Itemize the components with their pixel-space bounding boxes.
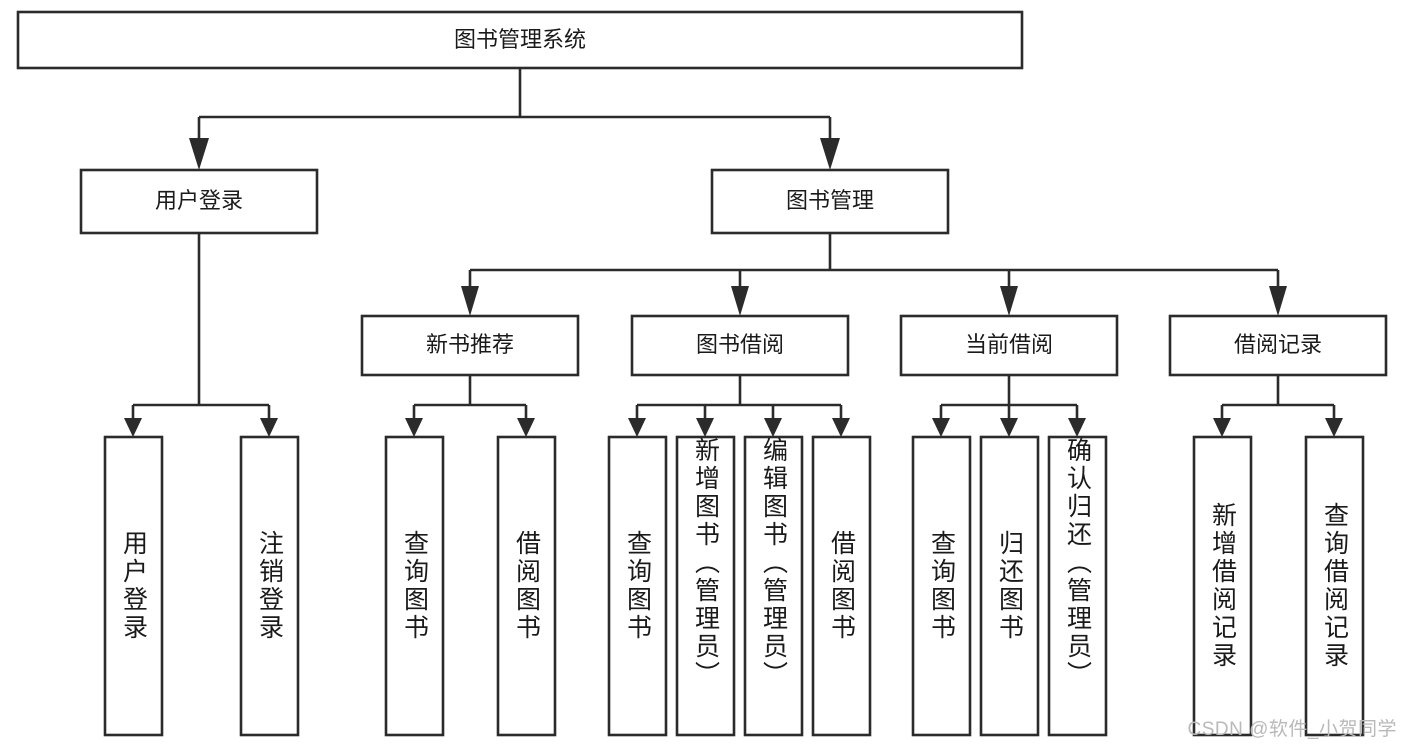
arrow-head-leaf-borrow-book-2 <box>832 418 850 437</box>
connectors-root-to-level2 <box>189 68 840 170</box>
arrow-head-leaf-query-book-3 <box>932 418 950 437</box>
leaf-box-logout[interactable] <box>239 435 300 737</box>
borrow-records-box[interactable] <box>1168 314 1388 377</box>
leaf-box-query-record[interactable] <box>1304 435 1365 737</box>
leaf-boxes-new-book-recommend <box>384 435 557 737</box>
book-borrow-label: 图书借阅 <box>696 332 784 357</box>
node-user-login[interactable]: 用户登录 <box>79 168 319 235</box>
node-new-book-recommend[interactable]: 新书推荐 <box>360 314 580 377</box>
csdn-watermark: CSDN @软件_小贺同学 <box>1187 719 1397 740</box>
arrow-head-leaf-query-record <box>1325 418 1343 437</box>
leaf-boxes-borrow-records <box>1192 435 1365 737</box>
connectors-borrowrecords-to-leaves <box>1213 375 1343 437</box>
current-borrow-box[interactable] <box>899 314 1119 377</box>
leaf-box-add-record[interactable] <box>1192 435 1253 737</box>
current-borrow-label: 当前借阅 <box>965 332 1053 357</box>
connectors-newbook-to-leaves <box>405 375 535 437</box>
book-borrow-box[interactable] <box>630 314 850 377</box>
leaf-box-query-book-2[interactable] <box>607 435 668 737</box>
arrow-head-currentborrow <box>1000 286 1018 316</box>
leaf-box-borrow-book-1[interactable] <box>496 435 557 737</box>
node-current-borrow[interactable]: 当前借阅 <box>899 314 1119 377</box>
arrow-head-newbook <box>461 286 479 316</box>
connectors-userlogin-to-leaves <box>124 233 278 437</box>
arrow-head-leaf-confirm-return <box>1068 418 1086 437</box>
new-book-recommend-box[interactable] <box>360 314 580 377</box>
arrow-head-leaf-logout <box>260 418 278 437</box>
book-management-box[interactable] <box>710 168 950 235</box>
arrow-head-leaf-query-book-2 <box>628 418 646 437</box>
node-book-borrow[interactable]: 图书借阅 <box>630 314 850 377</box>
user-login-box[interactable] <box>79 168 319 235</box>
leaf-box-edit-book[interactable] <box>743 435 804 737</box>
leaf-box-return-book[interactable] <box>979 435 1040 737</box>
arrow-head-leaf-add-book <box>696 418 714 437</box>
root-box[interactable] <box>16 10 1024 70</box>
connectors-bookmgmt-to-level3 <box>461 233 1287 316</box>
node-book-management[interactable]: 图书管理 <box>710 168 950 235</box>
leaf-boxes-current-borrow <box>911 435 1108 737</box>
leaf-box-borrow-book-2[interactable] <box>811 435 872 737</box>
arrow-head-borrowrecords <box>1269 286 1287 316</box>
new-book-recommend-label: 新书推荐 <box>426 332 514 357</box>
leaf-box-add-book[interactable] <box>675 435 736 737</box>
arrow-head-leaf-edit-book <box>764 418 782 437</box>
node-borrow-records[interactable]: 借阅记录 <box>1168 314 1388 377</box>
root-label: 图书管理系统 <box>454 27 586 52</box>
leaf-box-query-book-1[interactable] <box>384 435 445 737</box>
arrow-head-leaf-borrow-book-1 <box>517 418 535 437</box>
user-login-label: 用户登录 <box>155 188 243 213</box>
node-root[interactable]: 图书管理系统 <box>16 10 1024 70</box>
arrow-head-leaf-add-record <box>1213 418 1231 437</box>
connectors-currentborrow-to-leaves <box>932 375 1086 437</box>
leaf-box-query-book-3[interactable] <box>911 435 972 737</box>
leaf-boxes-book-borrow <box>607 435 872 737</box>
arrow-head-leaf-user-login <box>124 418 142 437</box>
leaf-box-user-login[interactable] <box>103 435 164 737</box>
borrow-records-label: 借阅记录 <box>1234 332 1322 357</box>
arrow-head-userlogin <box>189 138 209 170</box>
leaf-box-confirm-return[interactable] <box>1047 435 1108 737</box>
arrow-head-leaf-query-book-1 <box>405 418 423 437</box>
book-management-label: 图书管理 <box>786 188 874 213</box>
leaf-boxes-user-login <box>103 435 300 737</box>
connectors-bookborrow-to-leaves <box>628 375 850 437</box>
arrow-head-bookborrow <box>731 286 749 316</box>
arrow-head-bookmgmt <box>820 138 840 170</box>
arrow-head-leaf-return-book <box>1000 418 1018 437</box>
